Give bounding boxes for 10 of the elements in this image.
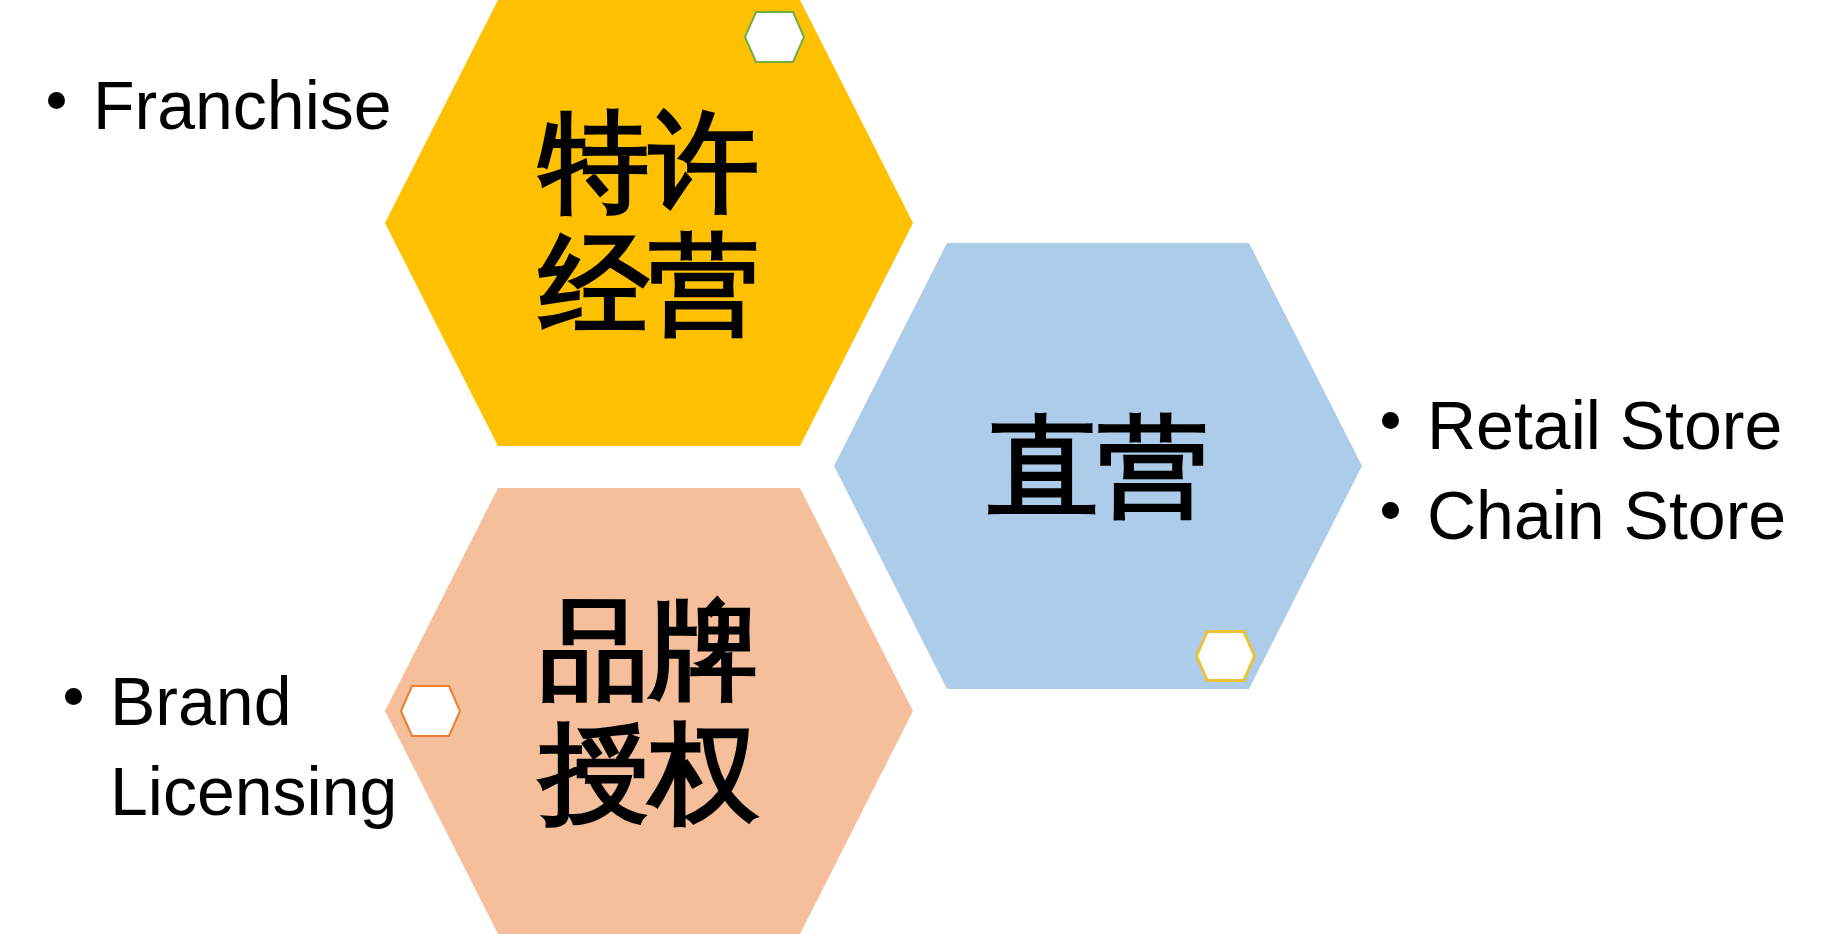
node-label: 品牌授权 bbox=[529, 588, 769, 834]
hexagon-node bbox=[834, 243, 1362, 689]
list-item: Brand Licensing bbox=[110, 662, 399, 831]
node-label: 直营 bbox=[987, 404, 1209, 528]
list-item: Retail Store bbox=[1427, 386, 1784, 465]
list-item: Chain Store bbox=[1427, 476, 1788, 555]
list-item: Franchise bbox=[93, 66, 393, 145]
small-hexagon bbox=[743, 11, 805, 63]
small-hexagon bbox=[399, 685, 461, 737]
node-label: 特许经营 bbox=[536, 100, 760, 346]
